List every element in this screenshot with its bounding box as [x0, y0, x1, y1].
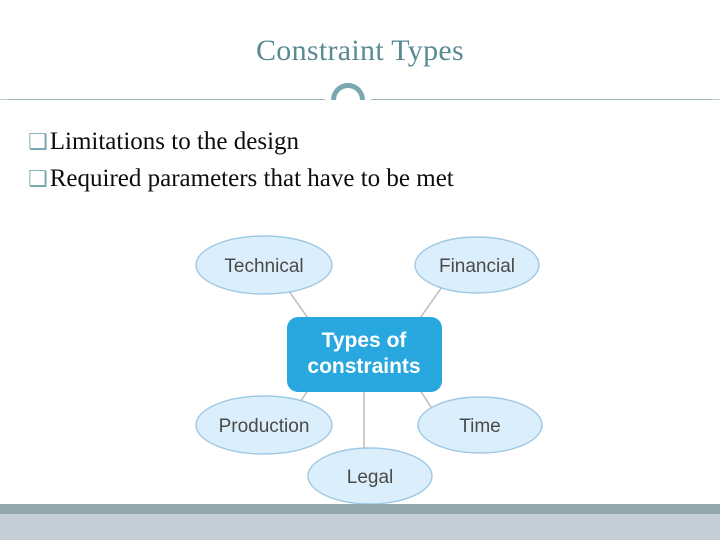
bottom-accent-strip — [0, 504, 720, 514]
page-title: Constraint Types — [256, 34, 464, 67]
constraints-diagram: Technical Financial Types of constraints… — [144, 199, 581, 508]
bullet-square-icon: ❑ — [28, 167, 48, 192]
node-label: Legal — [347, 467, 394, 488]
center-label-line1: Types of — [322, 329, 408, 352]
node-label: Time — [459, 416, 501, 437]
bullet-list: ❑ Limitations to the design ❑ Required p… — [28, 124, 688, 198]
center-label-line2: constraints — [307, 355, 420, 378]
bullet-square-icon: ❑ — [28, 130, 48, 155]
bottom-band — [0, 514, 720, 540]
node-production: Production — [195, 395, 333, 455]
bullet-text: Limitations to the design — [49, 128, 300, 155]
node-label: Production — [219, 416, 310, 437]
node-label: Technical — [224, 256, 303, 277]
node-label: Financial — [439, 256, 515, 277]
node-technical: Technical — [195, 235, 333, 295]
node-financial: Financial — [414, 236, 540, 294]
list-item: ❑ Required parameters that have to be me… — [28, 161, 688, 198]
list-item: ❑ Limitations to the design — [28, 124, 688, 161]
node-legal: Legal — [307, 447, 433, 505]
node-time: Time — [417, 396, 543, 454]
bullet-text: Required parameters that have to be met — [49, 165, 454, 192]
node-center: Types of constraints — [287, 317, 442, 392]
